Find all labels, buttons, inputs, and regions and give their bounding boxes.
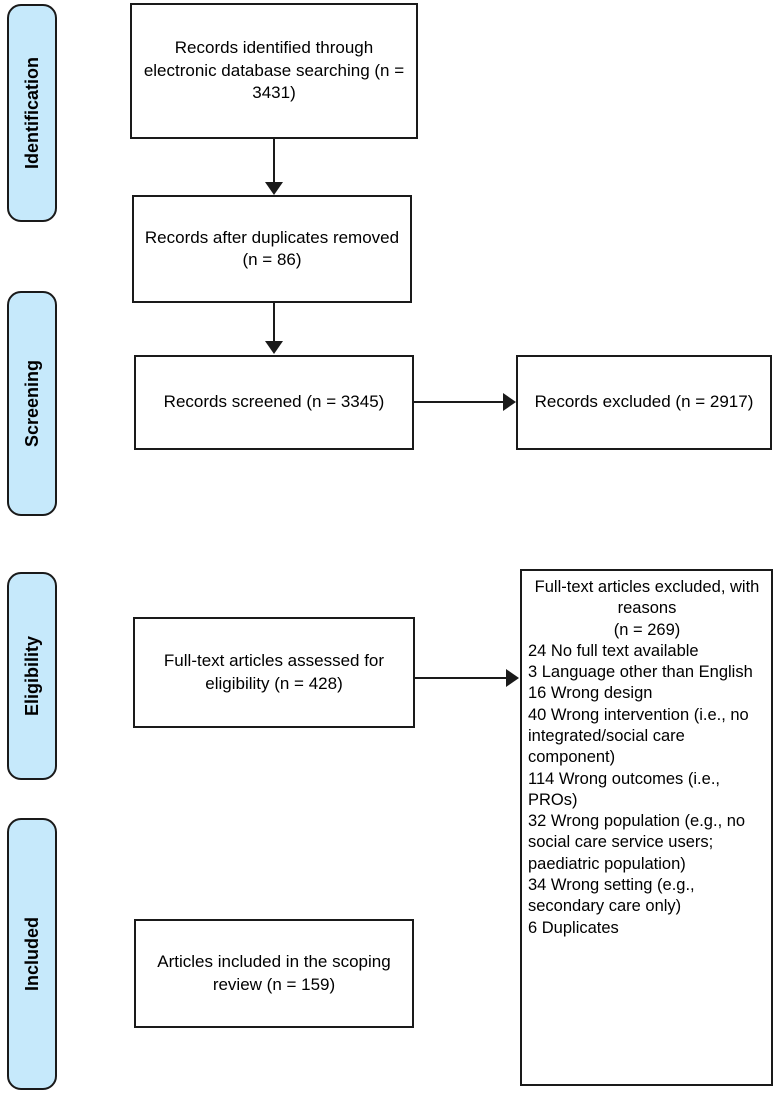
arrow-right-icon-screened-to-excluded	[503, 393, 516, 411]
reason-item: 40 Wrong intervention (i.e., no integrat…	[528, 705, 749, 767]
reason-item: 114 Wrong outcomes (i.e., PROs)	[528, 769, 720, 809]
box-records-excluded: Records excluded (n = 2917)	[516, 355, 772, 450]
box-records-identified: Records identified through electronic da…	[130, 3, 418, 139]
reasons-list: 24 No full text available 3 Language othe…	[528, 641, 766, 939]
stage-label-identification: Identification	[22, 57, 42, 169]
reason-item: 16 Wrong design	[528, 684, 653, 703]
box-records-after-duplicates-removed-text: Records after duplicates removed (n = 86…	[144, 227, 400, 269]
reason-item: 34 Wrong setting (e.g., secondary care o…	[528, 875, 695, 916]
reason-item: 24 No full text available	[528, 641, 699, 660]
box-records-after-duplicates-removed: Records after duplicates removed (n = 86…	[132, 195, 412, 303]
connector-screened-to-excluded-line	[414, 401, 504, 403]
stage-label-screening: Screening	[22, 359, 42, 448]
stage-pill-screening: Screening	[7, 291, 57, 516]
box-records-screened-text: Records screened (n = 3345)	[163, 392, 385, 412]
box-articles-included: Articles included in the scoping review …	[134, 919, 414, 1028]
box-records-screened: Records screened (n = 3345)	[134, 355, 414, 450]
box-records-excluded-text: Records excluded (n = 2917)	[534, 392, 754, 412]
connector-identified-to-duplicates-line	[273, 139, 275, 184]
reason-item: 32 Wrong population (e.g., no social car…	[528, 812, 746, 873]
box-records-identified-text: Records identified through electronic da…	[143, 38, 405, 103]
connector-fulltext-to-reasons-line	[415, 677, 507, 679]
box-fulltext-articles-excluded-with-reasons: Full-text articles excluded, with reason…	[520, 569, 773, 1086]
box-fulltext-articles-assessed: Full-text articles assessed for eligibil…	[133, 617, 415, 728]
stage-label-included: Included	[22, 916, 42, 991]
stage-pill-eligibility: Eligibility	[7, 572, 57, 780]
reason-item: 3 Language other than English	[528, 663, 753, 682]
stage-pill-included: Included	[7, 818, 57, 1090]
reasons-heading: Full-text articles excluded, with reason…	[534, 578, 760, 639]
box-articles-included-text: Articles included in the scoping review …	[157, 952, 391, 994]
arrow-down-icon-duplicates-to-screened	[265, 341, 283, 354]
connector-duplicates-to-screened-line	[273, 303, 275, 343]
stage-label-eligibility: Eligibility	[22, 635, 42, 716]
stage-pill-identification: Identification	[7, 4, 57, 222]
arrow-right-icon-fulltext-to-reasons	[506, 669, 519, 687]
reason-item: 6 Duplicates	[528, 918, 619, 937]
arrow-down-icon-identified-to-duplicates	[265, 182, 283, 195]
box-fulltext-articles-assessed-text: Full-text articles assessed for eligibil…	[163, 651, 385, 693]
